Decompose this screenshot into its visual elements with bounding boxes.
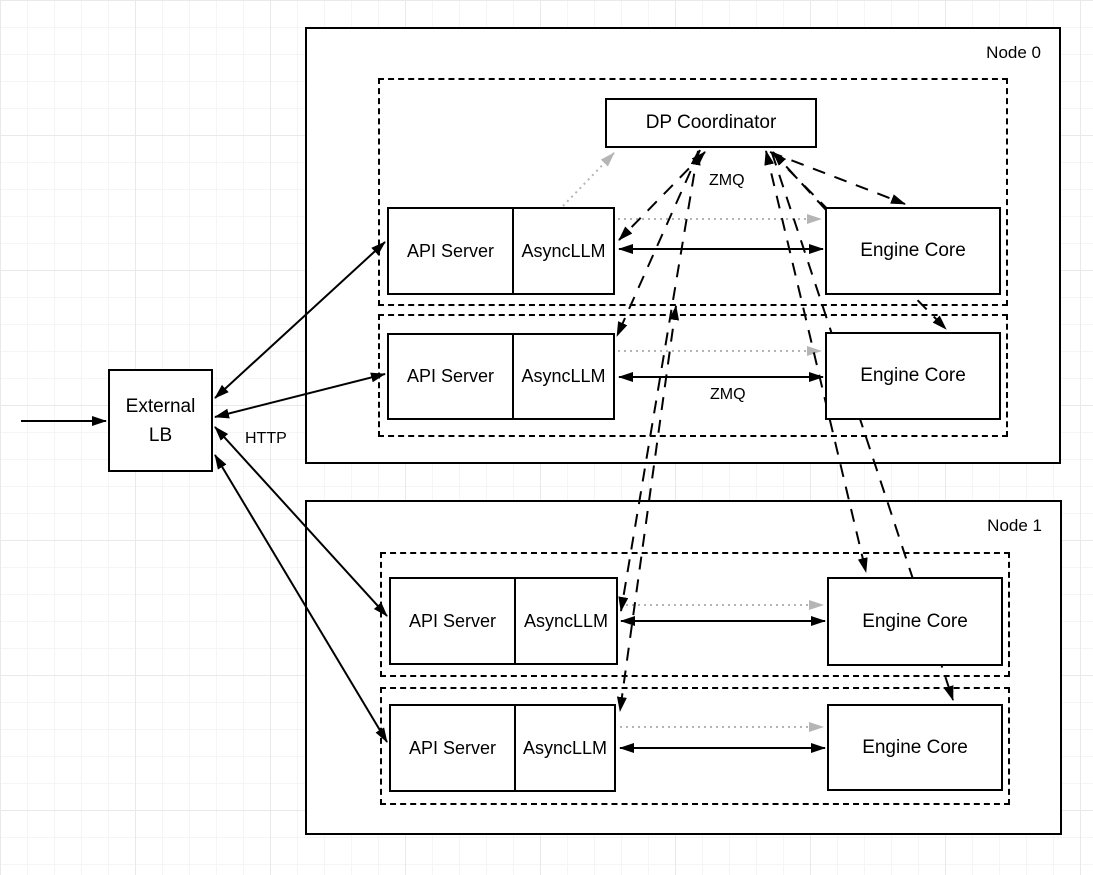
asyncllm-cell: AsyncLLM	[514, 209, 613, 293]
edge-coord-async-n1r0	[618, 150, 701, 612]
api-server-cell: API Server	[391, 579, 516, 663]
engine-core-box-n1r0: Engine Core	[827, 577, 1003, 666]
asyncllm-label: AsyncLLM	[521, 240, 606, 261]
asyncllm-cell: AsyncLLM	[516, 706, 614, 790]
api-server-cell: API Server	[391, 706, 516, 790]
node0-label: Node 0	[986, 43, 1041, 62]
engine-core-box-n0r0: Engine Core	[825, 207, 1001, 295]
api-async-box-n1r1: API Server AsyncLLM	[389, 704, 616, 792]
api-server-label: API Server	[408, 737, 497, 758]
api-server-cell: API Server	[389, 335, 514, 418]
edge-coord-async-n0r1	[616, 149, 701, 337]
asyncllm-label: AsyncLLM	[521, 366, 606, 386]
api-async-box-n0r1: API Server AsyncLLM	[387, 333, 615, 420]
edge-coord-engine-n1r1	[771, 152, 954, 701]
asyncllm-label: AsyncLLM	[523, 610, 609, 631]
api-server-label: API Server	[406, 366, 495, 386]
dp-coordinator-label: DP Coordinator	[645, 112, 777, 133]
external-lb-label-line2: LB	[148, 424, 173, 446]
edge-lb-api-n0r0	[214, 241, 386, 399]
edge-lb-api-n0r1	[214, 372, 386, 419]
engine-core-box-n1r1: Engine Core	[827, 704, 1003, 791]
node1-rank1-container	[380, 687, 1010, 805]
http-label: HTTP	[245, 430, 287, 447]
engine-core-label: Engine Core	[860, 240, 966, 261]
edge-coord-engine-n0r0	[769, 151, 906, 205]
api-server-cell: API Server	[389, 209, 514, 293]
edge-api-coordinator-dotted	[562, 152, 615, 207]
external-lb-label-line1: External	[125, 395, 196, 417]
api-server-label: API Server	[408, 610, 497, 631]
asyncllm-label: AsyncLLM	[522, 737, 608, 758]
node1-label: Node 1	[987, 516, 1042, 535]
dp-coordinator-box: DP Coordinator	[605, 98, 817, 148]
edge-lb-api-n1r0	[214, 426, 388, 617]
zmq-label-top: ZMQ	[709, 172, 745, 189]
asyncllm-cell: AsyncLLM	[514, 335, 613, 418]
api-async-box-n1r0: API Server AsyncLLM	[389, 577, 618, 665]
api-async-box-n0r0: API Server AsyncLLM	[387, 207, 615, 295]
external-lb-box: External LB	[108, 369, 213, 472]
edge-coord-async-n0r0	[618, 151, 706, 241]
engine-core-label: Engine Core	[862, 610, 968, 632]
engine-core-box-n0r1: Engine Core	[825, 332, 1001, 420]
engine-core-label: Engine Core	[860, 365, 966, 386]
zmq-label-bottom: ZMQ	[710, 386, 746, 403]
api-server-label: API Server	[406, 240, 495, 261]
edge-coord-engine-n1r0	[764, 150, 868, 573]
engine-core-label: Engine Core	[862, 736, 968, 758]
edge-lb-api-n1r1	[214, 454, 388, 743]
asyncllm-cell: AsyncLLM	[516, 579, 616, 663]
edge-coord-async-n1r1	[616, 305, 680, 712]
